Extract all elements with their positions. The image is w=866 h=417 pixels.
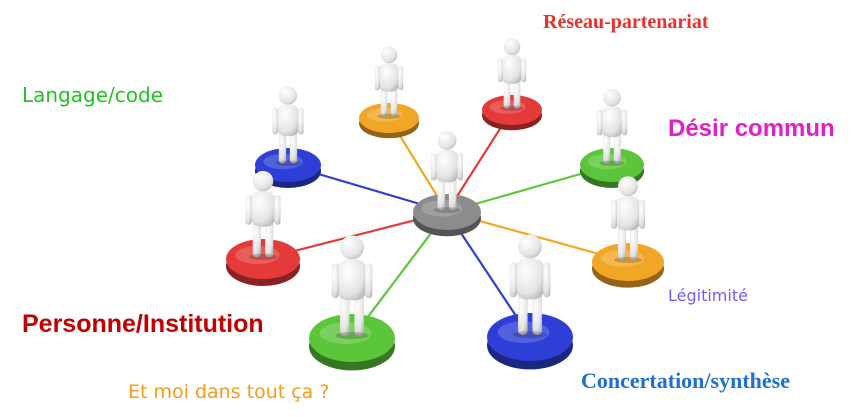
person-figure-green-right	[596, 88, 628, 166]
label-langage-code: Langage/code	[22, 83, 163, 107]
person-figure-blue-left	[272, 86, 304, 166]
label-desir-commun: Désir commun	[668, 115, 835, 142]
disc-orange-top	[359, 103, 419, 139]
person-figure-orange-right	[611, 176, 645, 263]
disc-orange-right	[592, 243, 664, 288]
label-et-moi: Et moi dans tout ça ?	[128, 381, 330, 403]
person-figure-red-top	[497, 38, 527, 111]
label-legitimite: Légitimité	[668, 286, 748, 305]
disc-center	[413, 194, 481, 237]
person-figure-green-bottom-left	[331, 235, 373, 340]
person-figure-center	[430, 130, 464, 213]
label-personne-institution: Personne/Institution	[22, 310, 264, 338]
disc-blue-bottom-right	[487, 313, 573, 370]
person-figure-orange-top	[374, 46, 404, 119]
disc-green-bottom-left	[309, 314, 395, 371]
disc-red-left	[226, 239, 300, 286]
disc-red-top	[482, 95, 542, 131]
label-concertation-synthese: Concertation/synthèse	[581, 368, 790, 393]
person-figure-red-left	[245, 170, 281, 261]
label-reseau-partenariat: Réseau-partenariat	[543, 11, 709, 33]
person-figure-blue-bottom-right	[509, 234, 551, 339]
